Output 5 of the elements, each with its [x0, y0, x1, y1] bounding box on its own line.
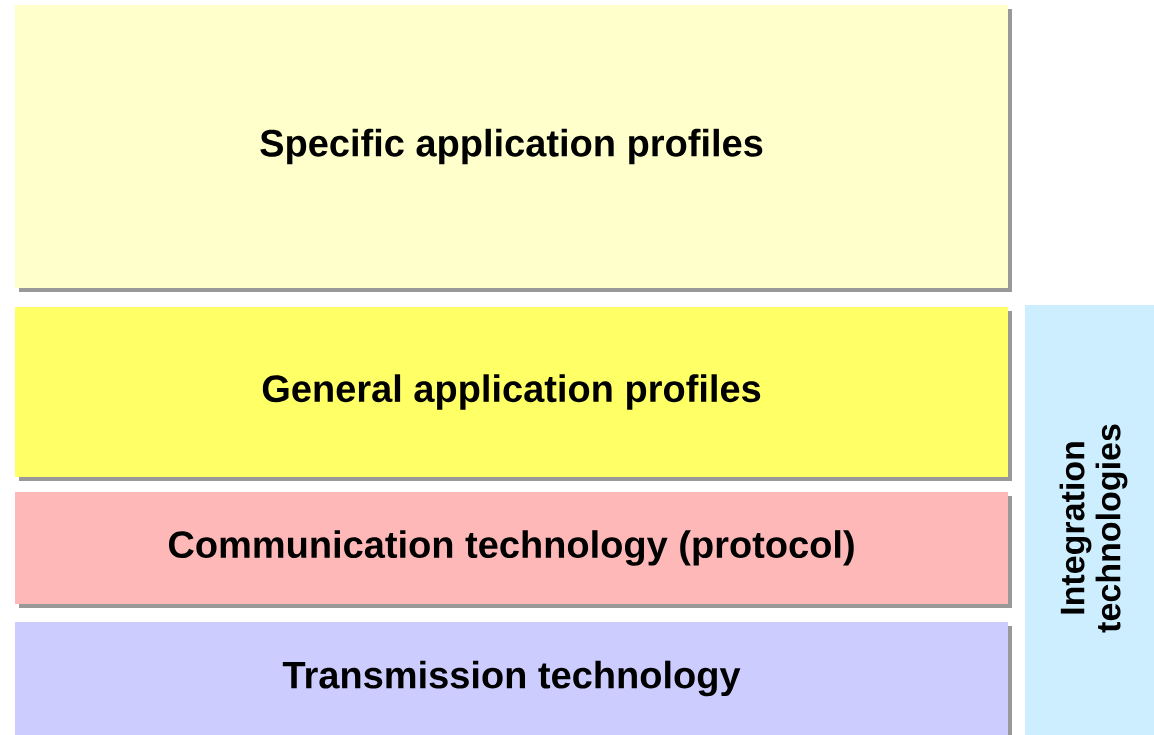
layer-box: General application profiles	[15, 307, 1012, 481]
layer-box: Integration technologies	[1025, 305, 1154, 735]
layer-box: Specific application profiles	[15, 5, 1012, 292]
layer-box: Transmission technology	[15, 622, 1012, 735]
layer-box: Communication technology (protocol)	[15, 492, 1012, 608]
